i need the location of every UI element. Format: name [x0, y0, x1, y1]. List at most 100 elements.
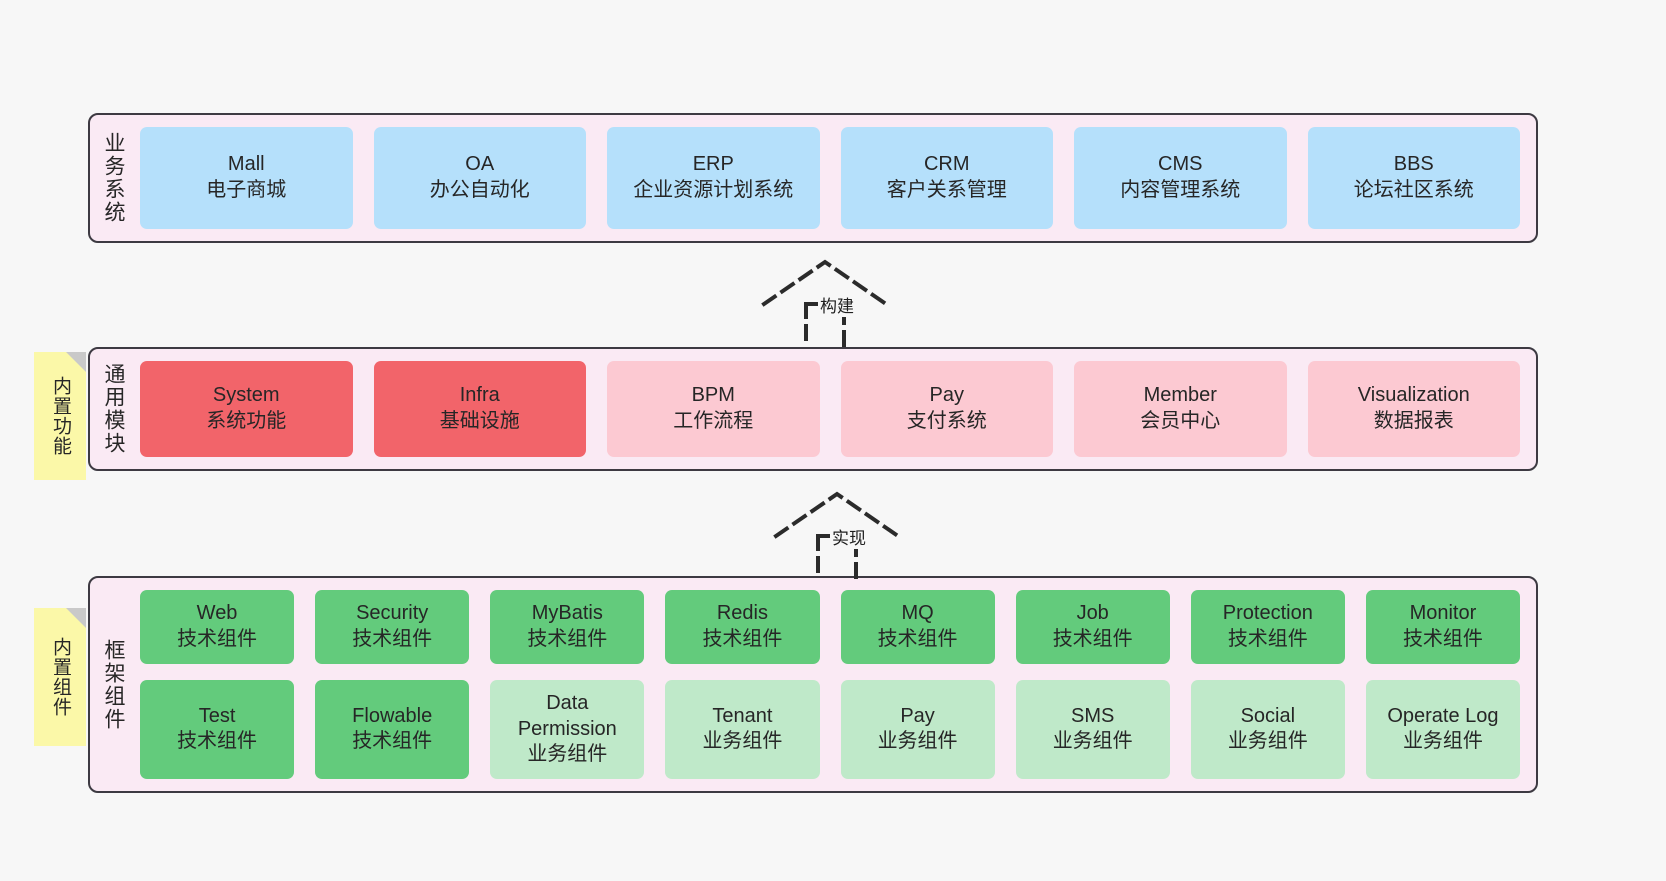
component-card-title: Job [1076, 602, 1109, 625]
layer-common-module-label: 通用模块 [102, 363, 126, 455]
component-card-title: System [212, 384, 280, 407]
component-card-subtitle: 技术组件 [352, 730, 433, 753]
component-card[interactable]: Flowable 技术组件 [315, 679, 470, 779]
component-card-subtitle: 技术组件 [877, 627, 958, 650]
component-card[interactable]: ERP 企业资源计划系统 [607, 127, 820, 229]
sticky-note-builtin-features: 内置功能 [34, 352, 86, 480]
component-card-title: Data Permission [517, 691, 617, 740]
component-card[interactable]: BBS 论坛社区系统 [1307, 127, 1520, 229]
component-card-subtitle: 技术组件 [1227, 627, 1308, 650]
component-card-subtitle: 业务组件 [877, 730, 958, 753]
connector-implement: 实现 [772, 490, 922, 580]
component-card-subtitle: 技术组件 [702, 627, 783, 650]
component-card-subtitle: 技术组件 [1052, 627, 1133, 650]
component-card-title: Visualization [1357, 384, 1470, 407]
component-card-title: SMS [1071, 704, 1115, 727]
component-card[interactable]: Visualization 数据报表 [1307, 361, 1520, 457]
layer-framework-component-label: 框架组件 [102, 638, 126, 731]
component-card-subtitle: 企业资源计划系统 [633, 179, 794, 201]
component-card-title: Member [1143, 384, 1217, 407]
component-card[interactable]: Member 会员中心 [1074, 361, 1287, 457]
component-card-subtitle: 内容管理系统 [1120, 179, 1241, 201]
component-card-subtitle: 业务组件 [1402, 730, 1483, 753]
component-card-subtitle: 技术组件 [352, 627, 433, 650]
component-card-title: CMS [1158, 153, 1203, 176]
component-card[interactable]: Pay 业务组件 [840, 679, 995, 779]
sticky-note-builtin-components: 内置组件 [34, 608, 86, 746]
component-card-title: OA [465, 153, 495, 176]
component-card[interactable]: BPM 工作流程 [607, 361, 820, 457]
component-card-subtitle: 系统功能 [206, 410, 287, 432]
component-card-subtitle: 基础设施 [439, 410, 520, 432]
component-card-subtitle: 客户关系管理 [886, 179, 1007, 201]
component-card-subtitle: 会员中心 [1140, 410, 1221, 432]
component-card[interactable]: Data Permission 业务组件 [490, 679, 645, 779]
sticky-note-builtin-features-text: 内置功能 [49, 376, 71, 456]
component-card-title: Flowable [352, 704, 433, 727]
component-card-subtitle: 数据报表 [1373, 410, 1454, 432]
component-card[interactable]: Social 业务组件 [1190, 679, 1345, 779]
component-card-subtitle: 技术组件 [177, 627, 258, 650]
component-card-title: ERP [692, 153, 734, 176]
component-card-subtitle: 支付系统 [906, 410, 987, 432]
component-card-subtitle: 业务组件 [527, 743, 608, 766]
component-card-subtitle: 业务组件 [702, 730, 783, 753]
connector-build-label: 构建 [818, 292, 856, 317]
component-card-title: Operate Log [1387, 704, 1499, 727]
connector-build: 构建 [760, 258, 910, 348]
component-card-subtitle: 业务组件 [1227, 730, 1308, 753]
component-card-subtitle: 技术组件 [527, 627, 608, 650]
component-card-subtitle: 论坛社区系统 [1353, 179, 1474, 201]
component-card-title: Social [1240, 704, 1296, 727]
component-card-subtitle: 工作流程 [673, 410, 754, 432]
sticky-note-builtin-components-text: 内置组件 [49, 637, 71, 717]
component-card[interactable]: SMS 业务组件 [1015, 679, 1170, 779]
component-card[interactable]: Operate Log 业务组件 [1365, 679, 1520, 779]
component-card-title: Pay [900, 704, 935, 727]
component-card-title: Protection [1222, 602, 1313, 625]
implement-arrowhead-icon [773, 491, 901, 539]
component-card-title: MyBatis [531, 602, 603, 625]
component-card-title: Security [356, 602, 429, 625]
component-card[interactable]: Test 技术组件 [140, 679, 295, 779]
connector-implement-label: 实现 [830, 524, 868, 549]
layer-business-system-label: 业务系统 [102, 132, 126, 224]
component-card[interactable]: System 系统功能 [140, 361, 353, 457]
component-card-subtitle: 业务组件 [1052, 730, 1133, 753]
component-card[interactable]: CMS 内容管理系统 [1074, 127, 1287, 229]
component-card-title: Monitor [1409, 602, 1477, 625]
component-card-title: BPM [691, 384, 735, 407]
component-card-title: Web [196, 602, 238, 625]
component-card-subtitle: 技术组件 [1402, 627, 1483, 650]
component-card-subtitle: 电子商城 [206, 179, 287, 201]
component-card[interactable]: Tenant 业务组件 [665, 679, 820, 779]
sticky-fold-icon [66, 608, 86, 628]
component-card-title: BBS [1393, 153, 1434, 176]
component-card-title: Test [198, 704, 236, 727]
component-card-title: Tenant [712, 704, 773, 727]
component-card-subtitle: 技术组件 [177, 730, 258, 753]
